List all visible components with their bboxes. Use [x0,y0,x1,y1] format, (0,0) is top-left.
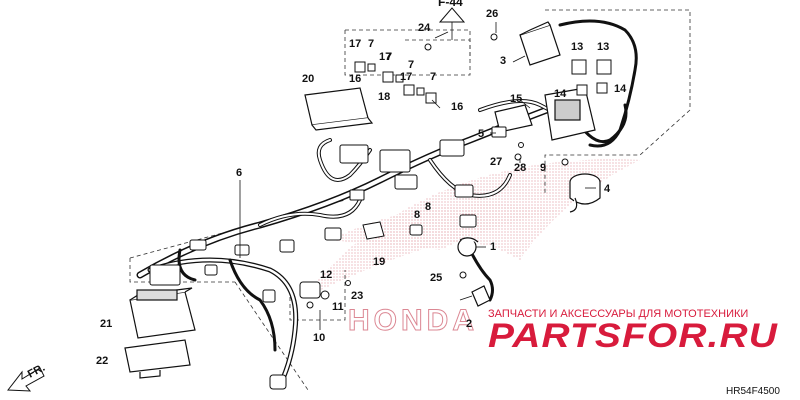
part-10-11-12-cluster [299,281,330,309]
part-19-connector [362,221,385,240]
callout-numbers: 1 2 3 4 5 6 7 7 7 7 8 8 9 10 11 12 13 13… [96,8,627,367]
callout-9: 9 [540,162,546,174]
callout-15: 15 [510,93,522,105]
part-21-control-unit [129,287,196,339]
part-4-component [569,173,601,213]
callout-21: 21 [100,318,112,330]
part-22-cover [124,339,191,379]
callout-24: 24 [418,22,431,34]
callout-19: 19 [373,256,385,268]
callout-7d: 7 [430,71,436,83]
callout-6: 6 [236,167,242,179]
callout-26: 26 [486,8,498,20]
callout-27: 27 [490,156,502,168]
callout-7a: 7 [368,38,374,50]
connectors [149,139,477,390]
callout-20: 20 [302,73,314,85]
watermark-brand: PARTSFOR.RU [488,317,779,355]
callout-8b: 8 [425,201,431,213]
honda-wing-logo: HONDA [300,159,640,338]
callout-16a: 16 [349,73,361,85]
relay-group-17 [354,61,437,104]
callout-11: 11 [332,301,344,313]
callout-22: 22 [96,355,108,367]
part-15-fuse-block [494,87,596,141]
callout-18: 18 [378,91,390,103]
part-1-ignition-coil [457,237,479,257]
part-2-plug-cap [471,285,491,307]
callout-13b: 13 [597,41,609,53]
diagram-code: HR54F4500 [726,386,780,397]
callout-25: 25 [430,272,442,284]
callout-1: 1 [490,241,496,253]
direction-label: FR. [26,362,47,381]
callout-23: 23 [351,290,363,302]
part-20-fuse-box-cover [304,87,374,131]
part-5-connector [491,126,507,138]
callout-8a: 8 [414,209,420,221]
callout-7b: 7 [386,51,392,63]
fasteners [345,33,569,286]
frame-lines [129,9,691,391]
callout-10: 10 [313,332,325,344]
ref-label: F-44 [438,0,463,9]
callout-4: 4 [604,183,611,195]
relays [571,59,612,96]
callout-17a: 17 [349,38,361,50]
honda-logo-text: HONDA [348,304,478,337]
ref-arrow-up-icon [438,7,466,40]
callout-17b: 17 [379,51,391,63]
callout-5: 5 [478,128,484,140]
callout-7c: 7 [408,59,414,71]
part-3-module [519,21,561,66]
callout-14b: 14 [614,83,627,95]
callout-16b: 16 [451,101,463,113]
callout-14a: 14 [554,88,567,100]
callout-12: 12 [320,269,332,281]
callout-2: 2 [466,318,472,330]
front-direction-arrow-icon: FR. [7,362,47,392]
watermark-tagline: ЗАПЧАСТИ И АКСЕССУАРЫ ДЛЯ МОТОТЕХНИКИ [488,308,748,320]
callout-3: 3 [500,55,506,67]
leader-lines [239,22,596,330]
callout-28: 28 [514,162,526,174]
callout-17c: 17 [400,71,412,83]
callout-13a: 13 [571,41,583,53]
